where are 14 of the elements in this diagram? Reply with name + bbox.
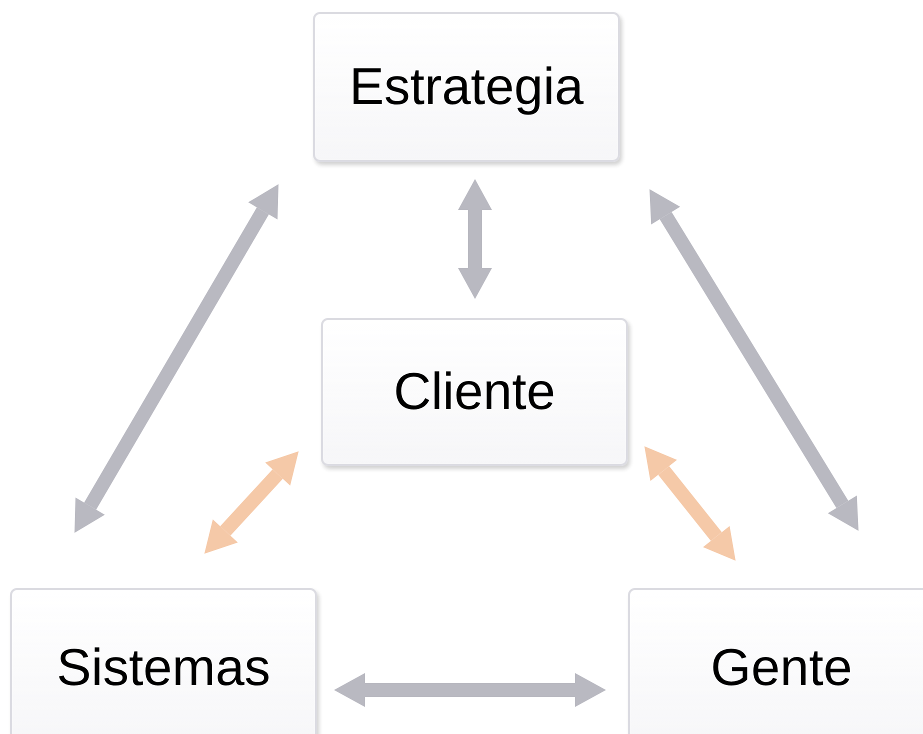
- double-arrow: [204, 451, 299, 554]
- rounded-box: [628, 588, 923, 734]
- rounded-box: [313, 12, 620, 162]
- box-label: Estrategia: [349, 57, 584, 117]
- double-arrow: [334, 673, 606, 707]
- double-arrow: [644, 446, 736, 561]
- rounded-box: [321, 318, 628, 466]
- rounded-box: [10, 588, 317, 734]
- double-arrow: [74, 184, 278, 533]
- box-label: Gente: [710, 638, 852, 698]
- double-arrow: [649, 189, 859, 531]
- box-label: Cliente: [394, 362, 556, 422]
- double-arrow: [458, 179, 492, 299]
- box-label: Sistemas: [56, 638, 270, 698]
